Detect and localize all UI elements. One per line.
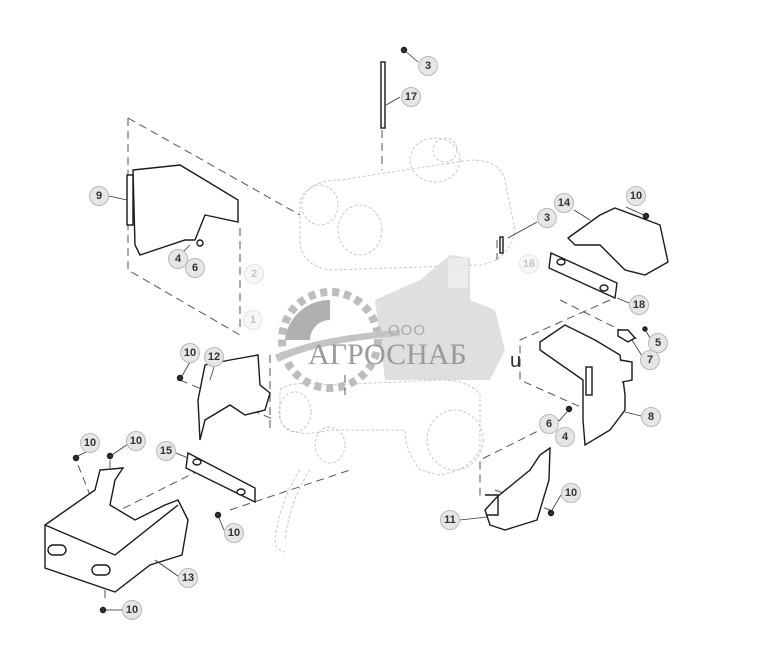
parts [44,46,669,614]
callout-16: 16 [519,254,539,274]
part-17-rod [380,61,386,129]
callout-10: 10 [561,483,581,503]
callout-2: 2 [244,264,264,284]
watermark-name: АГРОСНАБ [308,338,467,371]
callout-3: 3 [537,208,557,228]
watermark-graphic [375,255,505,380]
callout-9: 9 [89,186,109,206]
part-3-pin [499,236,504,254]
callout-6: 6 [539,414,559,434]
part-9-shield [132,164,239,256]
callout-11: 11 [440,510,460,530]
callout-10: 10 [626,186,646,206]
callout-14: 14 [554,193,574,213]
callout-4: 4 [555,427,575,447]
callout-6: 6 [185,258,205,278]
part-8-handle [619,359,633,383]
callout-10: 10 [224,523,244,543]
callout-17: 17 [401,87,421,107]
gear-logo [275,288,400,392]
watermark-suffix: u [510,350,522,372]
callout-10: 10 [122,600,142,620]
part-14-guard [566,207,669,276]
part-13-housing [44,467,189,593]
callout-10: 10 [180,343,200,363]
callout-7: 7 [640,350,660,370]
callout-5: 5 [648,333,668,353]
callout-4: 4 [168,249,188,269]
part-11-bracket [484,446,551,531]
callout-3: 3 [418,56,438,76]
part-6-nut [196,239,204,247]
watermark-prefix: ООО [388,322,427,339]
callout-8: 8 [641,407,661,427]
callout-13: 13 [178,568,198,588]
part-9-hinge [126,174,134,226]
part-12-bracket [197,354,271,441]
callout-12: 12 [204,347,224,367]
callout-15: 15 [156,441,176,461]
callout-10: 10 [126,431,146,451]
part-7-latch [617,329,637,343]
callout-18: 18 [629,295,649,315]
part-8-cover [539,324,626,447]
callout-10: 10 [80,433,100,453]
callout-1: 1 [243,310,263,330]
